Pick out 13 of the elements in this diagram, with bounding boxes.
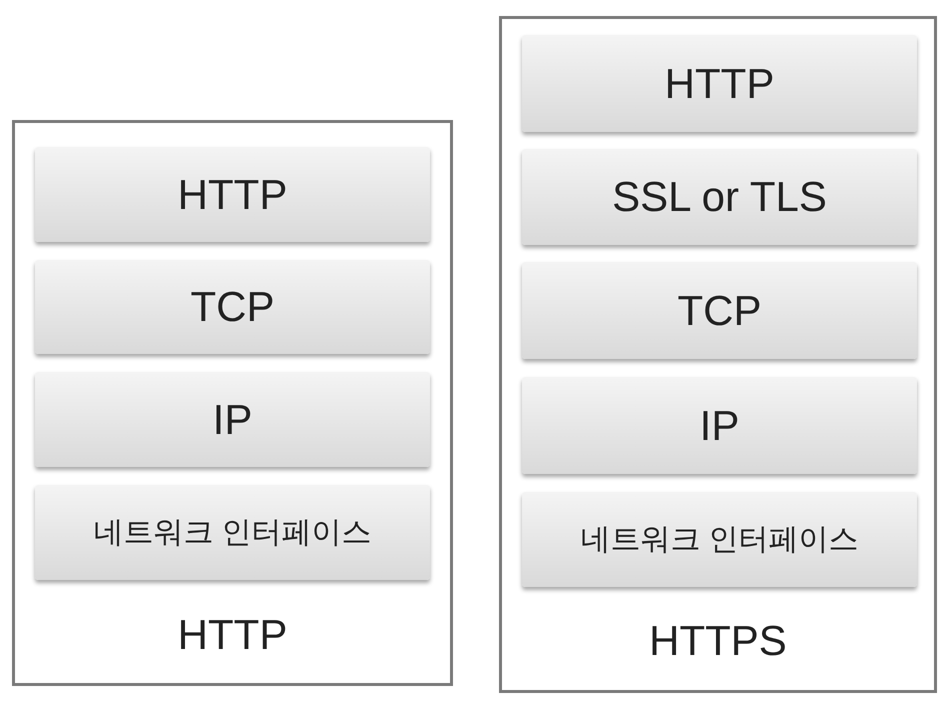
layer-box: IP <box>35 372 430 467</box>
layer-box: HTTP <box>35 147 430 242</box>
stack-frame <box>499 16 937 693</box>
layer-box: SSL or TLS <box>522 149 917 245</box>
stack-label: HTTP <box>176 611 288 659</box>
stack-frame <box>12 120 453 686</box>
layer-box: HTTP <box>522 35 917 132</box>
layer-box: IP <box>522 377 917 474</box>
layer-box: TCP <box>35 260 430 354</box>
layer-box: 네트워크 인터페이스 <box>522 492 917 587</box>
stack-label: HTTPS <box>648 617 788 665</box>
layer-box: 네트워크 인터페이스 <box>35 485 430 580</box>
layer-box: TCP <box>522 262 917 359</box>
